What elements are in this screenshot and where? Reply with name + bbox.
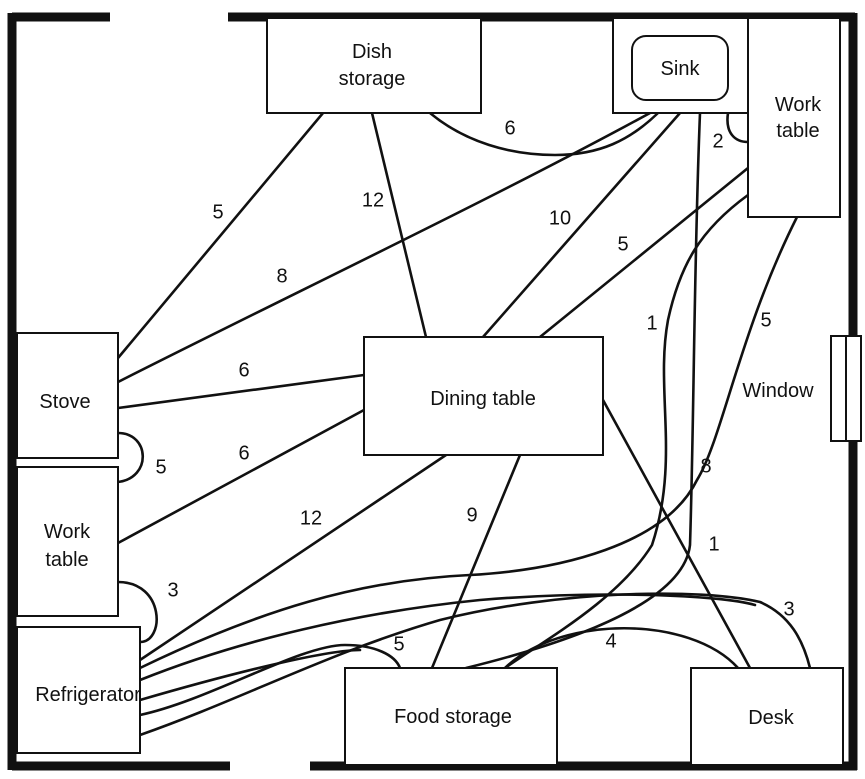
edge-refrig-misc-1 xyxy=(138,593,757,682)
edge-stove-sink xyxy=(116,111,652,384)
desk-label: Desk xyxy=(748,707,795,729)
weight-dish-dining: 12 xyxy=(362,189,384,211)
stove-box xyxy=(16,332,119,459)
edge-food-desk xyxy=(503,627,740,670)
work-table-left-label-line1: Work xyxy=(44,521,91,543)
work-table-top-label-line2: table xyxy=(776,120,819,142)
weight-stove-workleft: 5 xyxy=(155,456,166,478)
weights: 5 12 6 8 10 5 2 1 5 6 5 6 3 12 9 8 1 5 4… xyxy=(155,117,794,655)
food-storage-box xyxy=(344,667,558,766)
dining-table-label: Dining table xyxy=(430,388,536,410)
weight-refrig-food: 5 xyxy=(393,633,404,655)
edge-worktop-refrig xyxy=(138,215,799,670)
weight-workleft-refrig: 3 xyxy=(167,579,178,601)
sink-basin xyxy=(631,35,729,101)
weight-food-dining: 9 xyxy=(466,504,477,526)
dish-storage: Dish storage xyxy=(266,17,482,114)
weight-refrig-dining: 12 xyxy=(300,507,322,529)
desk-box xyxy=(690,667,844,766)
rooms: Dish storage Sink Work table Stove Work … xyxy=(16,17,862,766)
weight-stove-dining: 6 xyxy=(238,359,249,381)
weight-worktop-food: 8 xyxy=(700,455,711,477)
weight-sink-food: 1 xyxy=(646,312,657,334)
work-table-left: Work table xyxy=(16,466,119,617)
weight-worktop-refrig: 5 xyxy=(760,309,771,331)
edge-refrig-desk xyxy=(138,592,812,737)
stove: Stove xyxy=(16,332,119,459)
edge-dish-sink xyxy=(428,111,660,157)
work-table-left-label-line2: table xyxy=(45,549,88,571)
edge-sink-dining xyxy=(481,111,682,339)
weight-dining-desk: 1 xyxy=(708,533,719,555)
refrigerator-box xyxy=(16,626,141,754)
work-table-top-box xyxy=(747,17,841,218)
edge-refrig-dining xyxy=(138,453,448,662)
window: Window xyxy=(742,335,862,442)
weight-workleft-dining: 6 xyxy=(238,442,249,464)
edge-sink-worktop xyxy=(726,111,750,144)
weight-food-desk: 4 xyxy=(605,630,616,652)
edge-worktop-food xyxy=(503,193,750,670)
edge-stove-dining xyxy=(116,373,366,410)
connections xyxy=(116,111,812,737)
work-table-top: Work table xyxy=(747,17,841,218)
edge-workleft-dining xyxy=(116,408,366,545)
weight-sink-dining: 10 xyxy=(549,207,571,229)
work-table-top-label-line1: Work xyxy=(775,94,822,116)
weight-worktop-dining: 5 xyxy=(617,233,628,255)
weight-dish-sink: 6 xyxy=(504,117,515,139)
sink: Sink xyxy=(612,17,751,114)
weight-sink-worktop: 2 xyxy=(712,130,723,152)
refrigerator-label: Refrigerator xyxy=(35,684,141,706)
stove-label: Stove xyxy=(39,391,90,413)
food-storage: Food storage xyxy=(344,667,558,766)
edge-food-dining xyxy=(430,453,522,670)
food-storage-label: Food storage xyxy=(394,706,512,728)
edge-workleft-refrig xyxy=(116,580,158,644)
edge-refrig-misc-2 xyxy=(138,648,362,702)
sink-label: Sink xyxy=(661,58,701,80)
dish-storage-box xyxy=(266,17,482,114)
edge-dish-dining xyxy=(370,111,428,339)
weight-stove-sink: 8 xyxy=(276,265,287,287)
edge-refrig-food xyxy=(138,643,402,717)
window-label: Window xyxy=(742,380,814,402)
edge-dining-desk xyxy=(601,398,752,670)
edge-stove-workleft xyxy=(116,431,144,484)
dish-storage-label-line1: Dish xyxy=(352,41,392,63)
dining-table-box xyxy=(363,336,604,456)
weight-refrig-desk: 3 xyxy=(783,598,794,620)
desk: Desk xyxy=(690,667,844,766)
edge-worktop-dining xyxy=(538,166,750,339)
dining-table: Dining table xyxy=(363,336,604,456)
dish-storage-label-line2: storage xyxy=(339,68,406,90)
work-table-left-box xyxy=(16,466,119,617)
edge-dish-stove xyxy=(116,111,325,360)
refrigerator: Refrigerator xyxy=(16,626,141,754)
weight-dish-stove: 5 xyxy=(212,201,223,223)
